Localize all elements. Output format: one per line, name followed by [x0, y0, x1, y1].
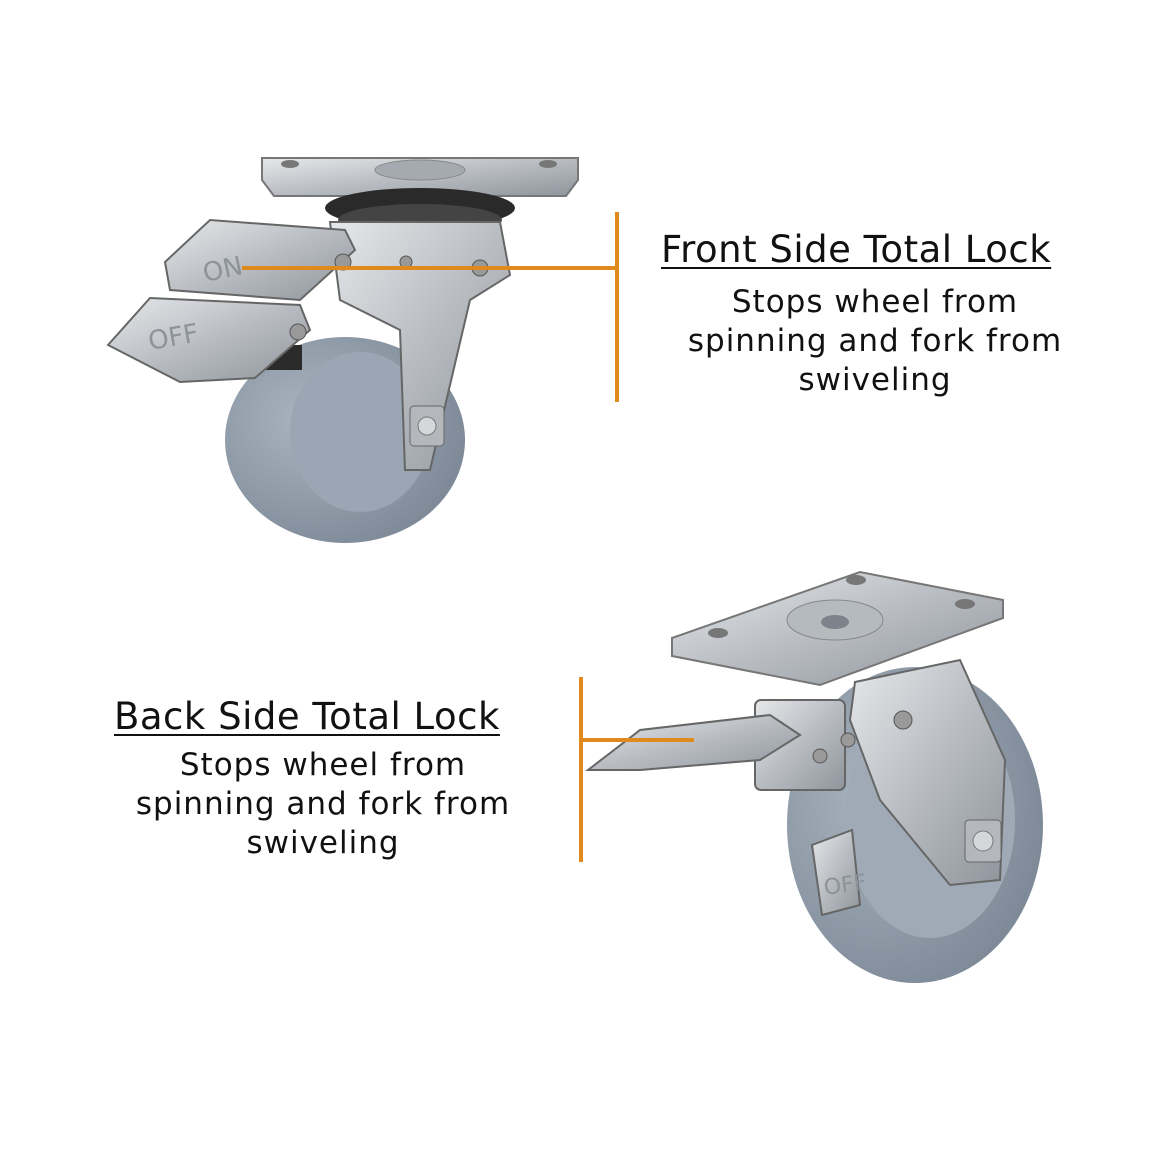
back-lock-description: Stops wheel from spinning and fork from … [90, 746, 556, 863]
back-lock-description-line: spinning and fork from [135, 786, 511, 822]
front-lock-callout [242, 212, 619, 402]
back-lock-description-line: swiveling [246, 825, 400, 861]
front-lock-description: Stops wheel from spinning and fork from … [640, 283, 1110, 400]
front-lock-description-line: Stops wheel from [731, 284, 1019, 320]
back-lock-description-line: Stops wheel from [179, 747, 467, 783]
back-lock-title: Back Side Total Lock [114, 695, 500, 738]
back-lock-callout [579, 677, 694, 862]
front-lock-caster-image: ON OFF [106, 157, 579, 543]
back-lock-caster-image: OFF [585, 570, 1043, 983]
svg-text:OFF: OFF [822, 870, 868, 901]
front-lock-title: Front Side Total Lock [661, 228, 1052, 271]
front-lock-description-line: spinning and fork from [687, 323, 1063, 359]
front-lock-description-line: swiveling [798, 362, 952, 398]
